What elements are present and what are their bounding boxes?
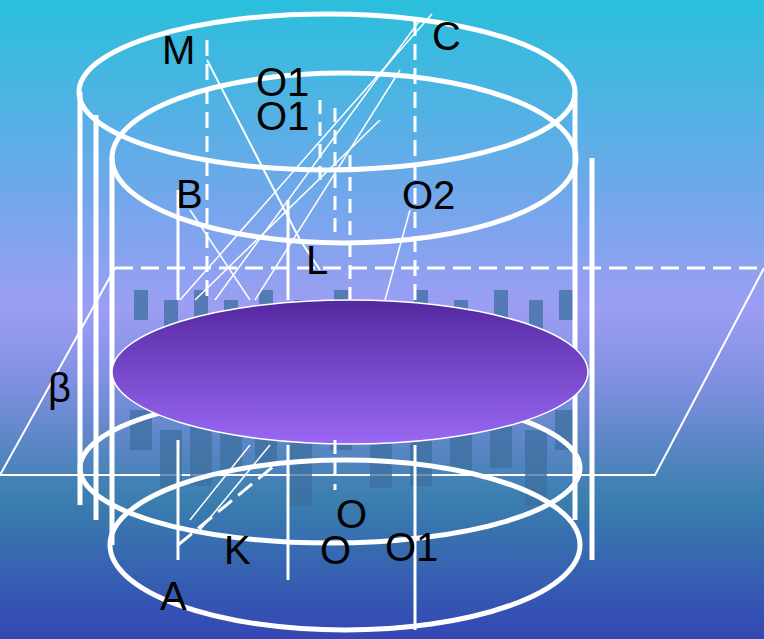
point-label: O1: [256, 96, 309, 136]
point-label: B: [176, 174, 203, 214]
point-label: O1: [385, 527, 438, 567]
construction-lines: [178, 20, 415, 630]
cross-section-disk: [112, 300, 588, 444]
cylinder-outlines: [79, 14, 592, 630]
diagonal-lines: [180, 14, 432, 530]
point-label: M: [162, 30, 195, 70]
point-label: L: [306, 240, 328, 280]
point-label: O2: [402, 175, 455, 215]
plane-beta: [0, 268, 764, 475]
point-label: K: [224, 530, 251, 570]
point-label: O: [336, 494, 367, 534]
point-label: O: [320, 530, 351, 570]
bar: [559, 290, 573, 320]
point-label: A: [160, 576, 187, 616]
bar: [134, 290, 148, 320]
point-label: β: [48, 368, 71, 408]
point-label: C: [432, 16, 461, 56]
